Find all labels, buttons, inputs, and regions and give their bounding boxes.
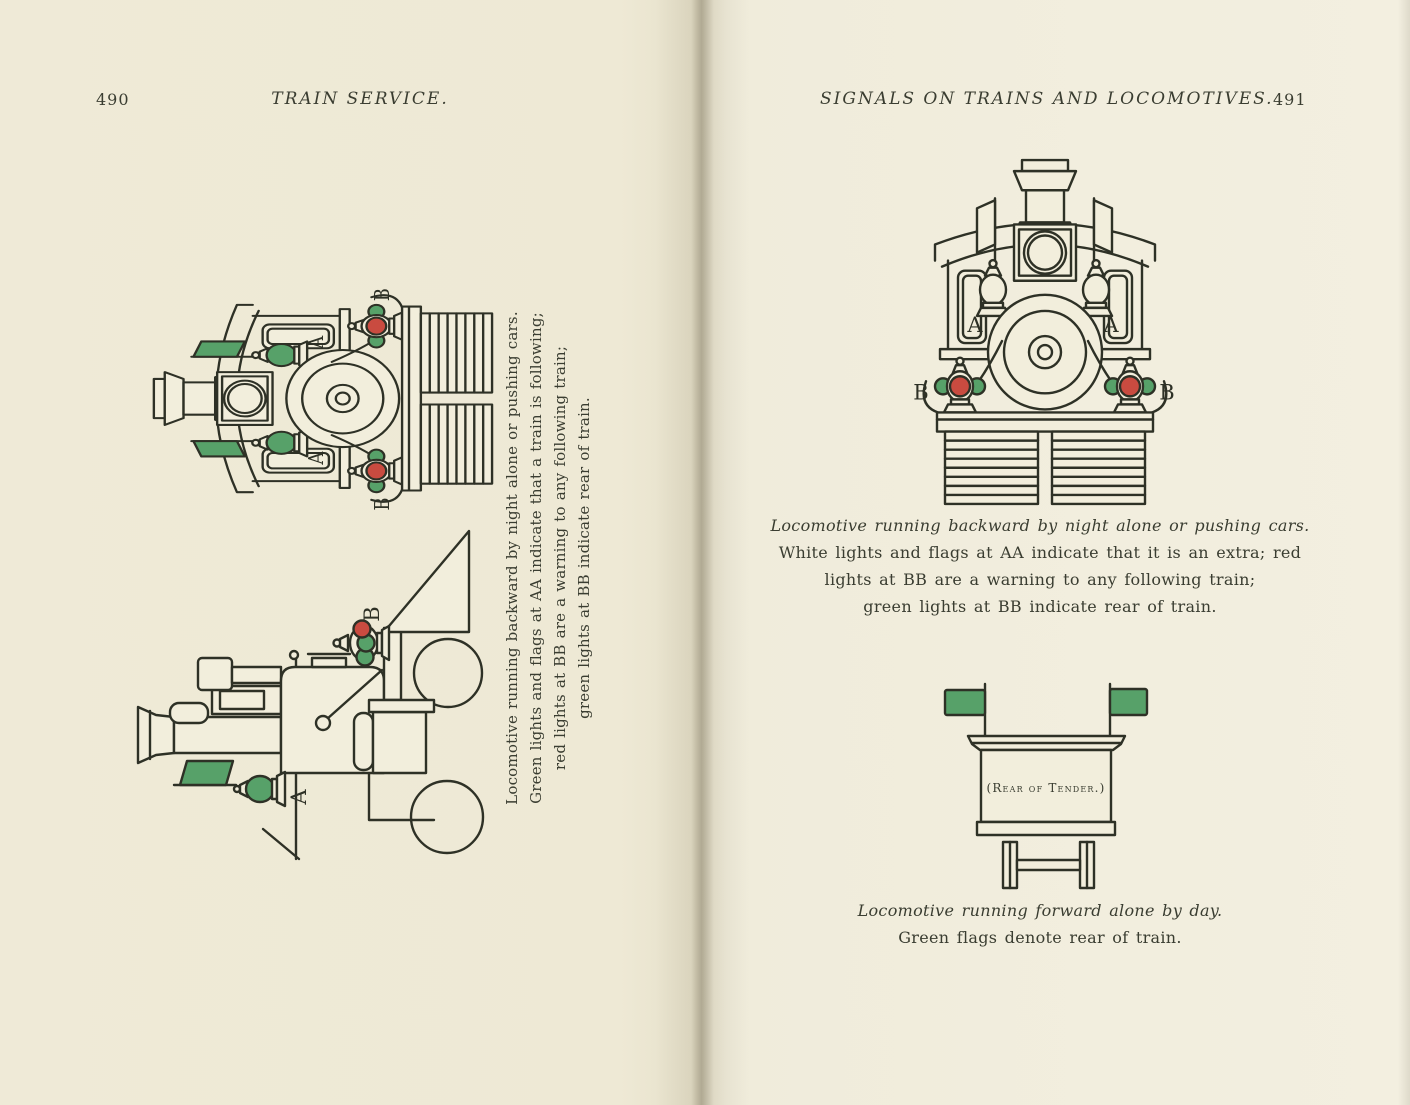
caption-line: green lights at BB indicate rear of trai… xyxy=(575,397,593,719)
b-lamp-right xyxy=(1103,356,1168,414)
rotated-caption: Locomotive running backward by night alo… xyxy=(500,282,596,834)
whistle xyxy=(168,701,210,725)
caption-line: Green flags denote rear of train. xyxy=(898,928,1182,947)
flag-right xyxy=(192,340,247,358)
signal-flags xyxy=(975,197,1114,264)
page-left: 490 TRAIN SERVICE. xyxy=(0,0,700,1105)
driving-wheel xyxy=(409,779,485,855)
caption-line: red lights at BB are a warning to any fo… xyxy=(551,345,569,771)
tender-wheels xyxy=(1001,840,1096,890)
green-flag-right xyxy=(1108,687,1149,717)
a-lamp-right xyxy=(251,340,309,370)
flag-left xyxy=(975,199,997,254)
caption-line: green lights at BB indicate rear of trai… xyxy=(863,597,1217,616)
page-edge-shadow xyxy=(1398,0,1410,1105)
pilot xyxy=(935,411,1155,506)
pilot xyxy=(400,305,494,492)
signal-label-a: A xyxy=(287,789,311,806)
caption-backward: Locomotive running backward by night alo… xyxy=(760,512,1320,620)
frame-line xyxy=(367,771,436,822)
signal-label-b: B xyxy=(913,379,928,404)
signal-label-b: B xyxy=(1159,379,1174,404)
signal-label-b: B xyxy=(370,288,395,301)
handrail-rod xyxy=(314,668,384,732)
headlight xyxy=(215,371,274,426)
a-lamp-left xyxy=(975,258,1011,318)
b-lamp-left xyxy=(346,448,404,503)
locomotive-side-rotated-figure: B A xyxy=(136,505,496,865)
cowcatcher xyxy=(382,529,471,634)
a-lamp-left xyxy=(251,428,309,458)
signal-label-a: A xyxy=(304,451,329,466)
caption-forward: Locomotive running forward alone by day.… xyxy=(760,897,1320,951)
locomotive-side-illustration: B A xyxy=(136,529,485,861)
locomotive-front-figure: A A B B xyxy=(900,148,1210,510)
running-board xyxy=(367,698,436,714)
a-flag-and-lamp xyxy=(172,759,287,808)
tender-rear-figure: (Rear of Tender.) xyxy=(935,672,1205,892)
locomotive-front-illustration: A A B B xyxy=(913,158,1175,506)
page-gutter-shadow xyxy=(655,0,750,1105)
cylinder-bar xyxy=(352,711,375,772)
signal-label-b: B xyxy=(360,606,384,621)
b-lamp-left xyxy=(922,356,987,414)
signal-flags xyxy=(190,340,256,458)
cylinder-box xyxy=(371,710,428,775)
page-right: SIGNALS ON TRAINS AND LOCOMOTIVES. 491 xyxy=(700,0,1410,1105)
caption-line: Locomotive running backward by night alo… xyxy=(770,516,1310,535)
locomotive-front-rotated-figure: A A B B xyxy=(142,258,498,522)
page-number-right: 491 xyxy=(1273,90,1307,109)
page-number-left: 490 xyxy=(96,90,130,109)
headlight xyxy=(1012,223,1078,282)
signal-label-a: A xyxy=(1102,312,1119,337)
locomotive-front-illustration: A A B B xyxy=(152,288,494,511)
caption-line: Locomotive running forward alone by day. xyxy=(857,901,1223,920)
caption-line: White lights and flags at AA indicate th… xyxy=(778,543,1302,562)
running-head-right: SIGNALS ON TRAINS AND LOCOMOTIVES. xyxy=(820,89,1274,109)
tender-rear-illustration: (Rear of Tender.) xyxy=(943,682,1149,890)
driving-wheel xyxy=(412,637,484,709)
flag-left xyxy=(192,440,247,458)
signal-label-a: A xyxy=(304,335,329,350)
caption-line: Green lights and flags at AA indicate th… xyxy=(527,312,545,804)
green-flag-left xyxy=(943,688,987,717)
signal-label-a: A xyxy=(966,312,983,337)
b-lamp xyxy=(332,619,391,667)
cab-windows xyxy=(261,323,336,474)
tender-body xyxy=(966,734,1127,837)
caption-line: Locomotive running backward by night alo… xyxy=(503,311,521,805)
smokestack xyxy=(136,705,283,765)
caption-line: lights at BB are a warning to any follow… xyxy=(824,570,1256,589)
signal-label-b: B xyxy=(370,498,395,511)
tender-plate-text: (Rear of Tender.) xyxy=(986,781,1105,795)
flag-right xyxy=(1092,199,1114,254)
a-lamp-right xyxy=(1078,258,1114,318)
b-lamp-right xyxy=(346,294,404,349)
running-head-left: TRAIN SERVICE. xyxy=(271,89,449,109)
